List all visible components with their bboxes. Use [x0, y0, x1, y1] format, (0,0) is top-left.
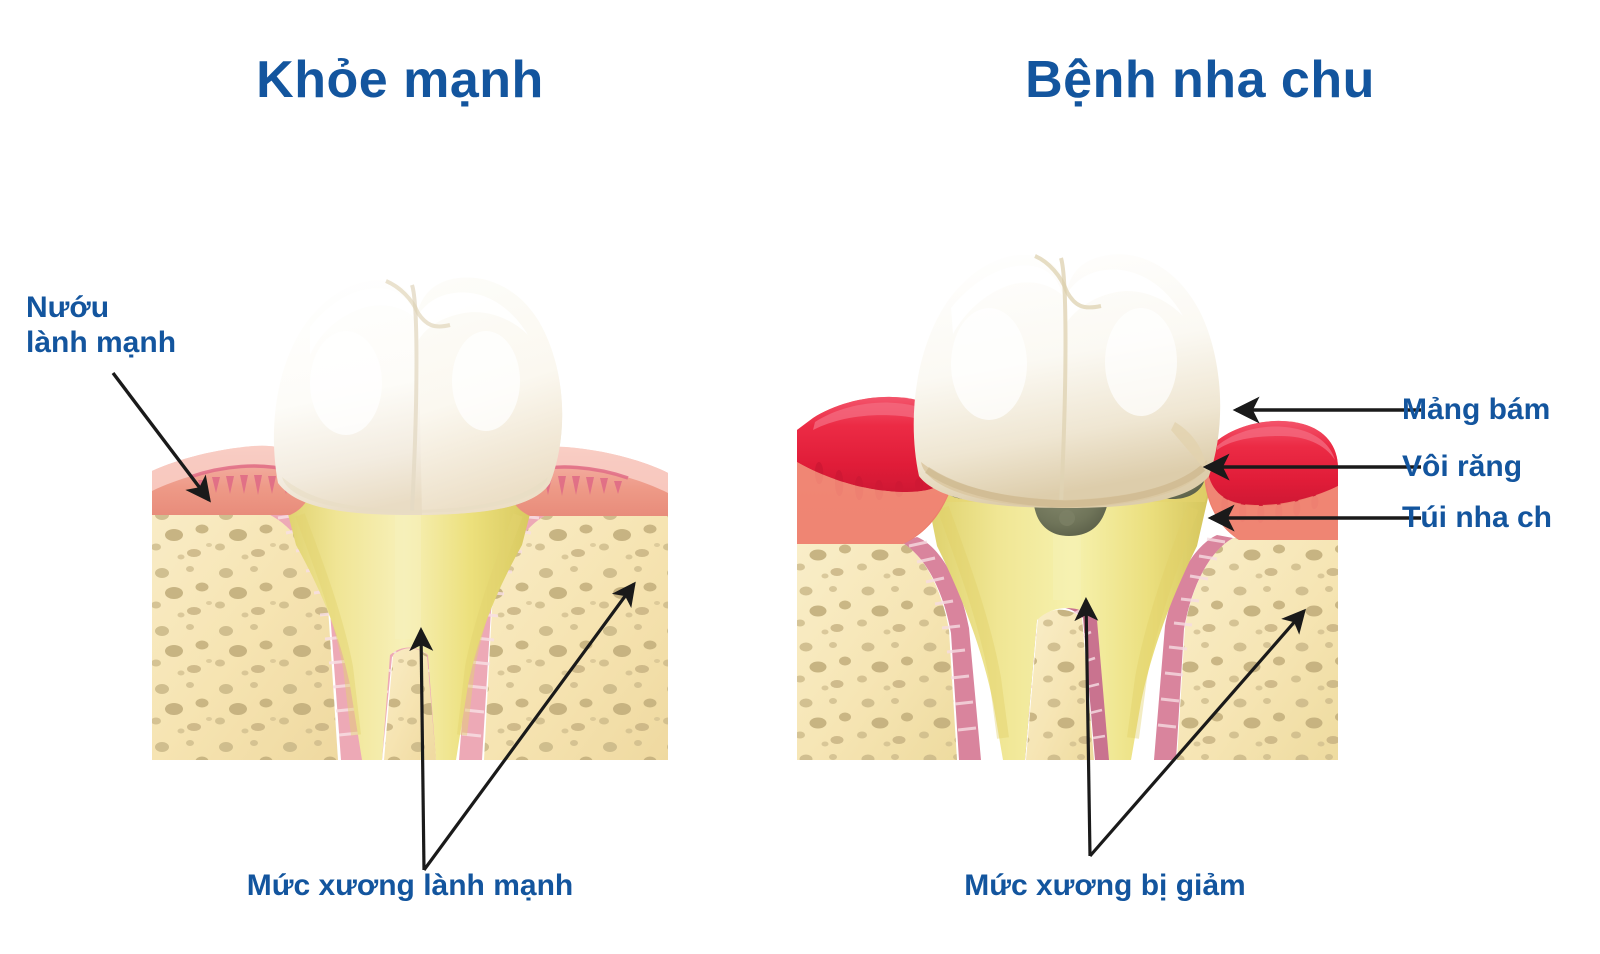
panel-title-diseased: Bệnh nha chu — [1025, 51, 1375, 109]
tooth-crown-healthy — [273, 277, 563, 515]
bone-left-healthy — [152, 515, 338, 760]
tooth-crown-diseased — [913, 254, 1221, 508]
calculus-label: Vôi răng — [1402, 450, 1523, 483]
diseased-tooth-illustration — [797, 254, 1338, 760]
bone-label-healthy: Mức xương lành mạnh — [246, 869, 574, 902]
plaque-label: Mảng bám — [1402, 393, 1551, 426]
panel-title-healthy: Khỏe mạnh — [256, 51, 544, 109]
bone-left-diseased — [797, 542, 957, 760]
pocket-label: Túi nha ch — [1402, 501, 1552, 534]
gum-right-inflamed — [1204, 420, 1338, 540]
gum-label-healthy: Nướu lành mạnh — [26, 291, 177, 360]
healthy-tooth-illustration — [152, 277, 668, 760]
bone-label-diseased: Mức xương bị giảm — [964, 869, 1246, 902]
panel-healthy: Khỏe mạnh — [256, 51, 544, 109]
panel-diseased: Bệnh nha chu — [800, 0, 1600, 954]
